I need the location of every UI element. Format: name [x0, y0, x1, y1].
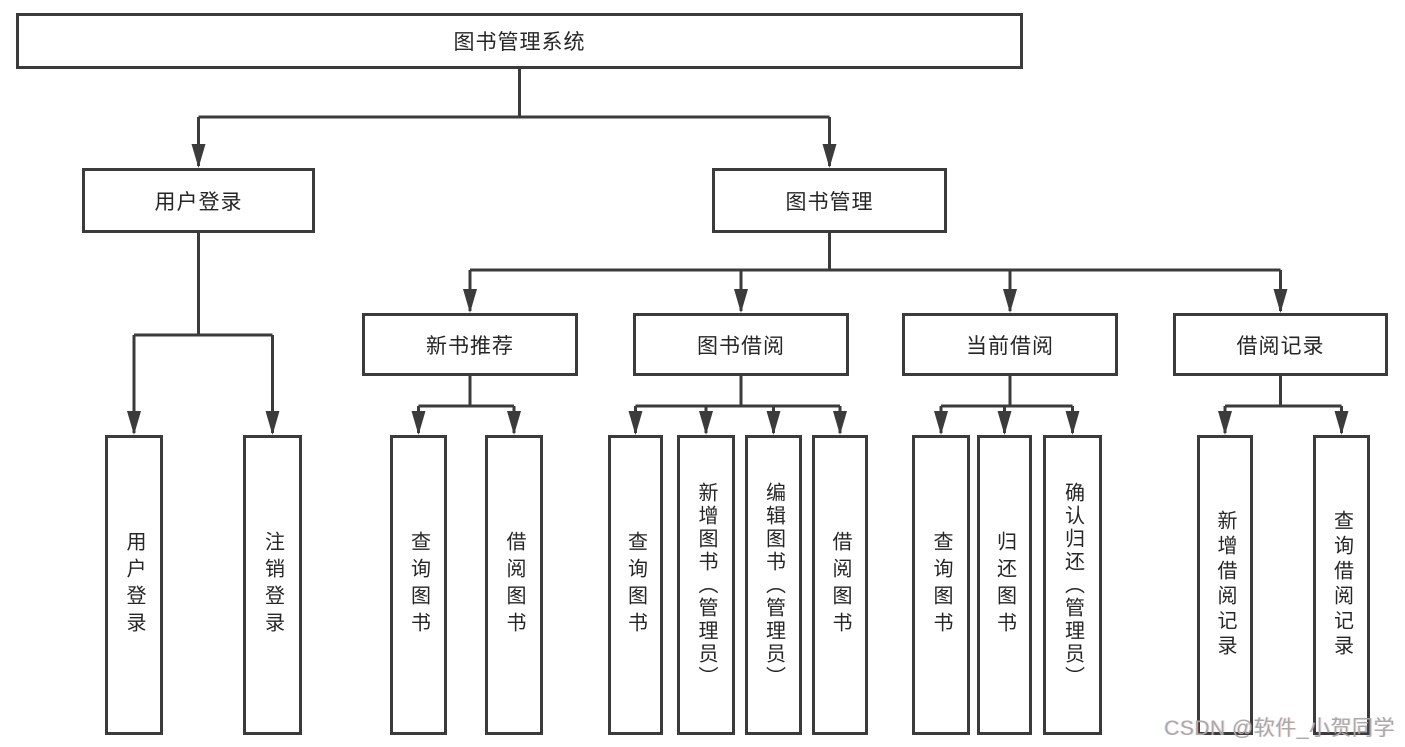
arrowheads — [127, 144, 1349, 435]
leaf-user-login: 用户登录 — [105, 435, 163, 735]
leaf-newrec-query-books: 查询图书 — [390, 435, 447, 735]
leaf-current-return-books: 归还图书 — [977, 435, 1032, 735]
leaf-records-query-record-label: 查询借阅记录 — [1330, 510, 1353, 660]
leaf-current-query-books-label: 查询图书 — [930, 531, 952, 639]
leaf-user-login-label: 用户登录 — [123, 531, 145, 639]
leaf-current-query-books: 查询图书 — [912, 435, 970, 735]
leaf-borrow-borrow-books: 借阅图书 — [812, 435, 868, 735]
leaf-newrec-borrow-books-label: 借阅图书 — [503, 531, 525, 639]
leaf-current-confirm-return-admin: 确认归还（管理员） — [1043, 435, 1102, 735]
leaf-borrow-add-books-admin-label: 新增图书（管理员） — [695, 481, 717, 689]
leaf-newrec-borrow-books: 借阅图书 — [485, 435, 543, 735]
leaf-borrow-query-books: 查询图书 — [608, 435, 663, 735]
leaf-records-add-record: 新增借阅记录 — [1197, 435, 1253, 735]
leaf-borrow-query-books-label: 查询图书 — [624, 531, 647, 639]
leaf-borrow-borrow-books-label: 借阅图书 — [829, 531, 851, 639]
leaf-current-confirm-return-admin-label: 确认归还（管理员） — [1061, 481, 1084, 689]
leaf-logout: 注销登录 — [243, 435, 302, 735]
leaf-borrow-edit-books-admin: 编辑图书（管理员） — [745, 435, 802, 735]
node-library-management-system: 图书管理系统 — [16, 13, 1023, 69]
leaf-borrow-edit-books-admin-label: 编辑图书（管理员） — [762, 481, 785, 689]
leaf-borrow-add-books-admin: 新增图书（管理员） — [677, 435, 735, 735]
node-borrowing-records: 借阅记录 — [1173, 313, 1388, 376]
node-new-book-recommendation: 新书推荐 — [362, 313, 578, 376]
node-book-management-branch: 图书管理 — [712, 168, 947, 233]
csdn-watermark: CSDN @软件_小贺同学 — [1164, 717, 1395, 740]
node-book-borrowing: 图书借阅 — [633, 313, 849, 376]
leaf-logout-label: 注销登录 — [261, 531, 284, 639]
leaf-newrec-query-books-label: 查询图书 — [407, 531, 430, 639]
node-current-borrowing: 当前借阅 — [902, 313, 1118, 376]
leaf-current-return-books-label: 归还图书 — [993, 531, 1016, 639]
leaf-records-query-record: 查询借阅记录 — [1313, 435, 1370, 735]
leaf-records-add-record-label: 新增借阅记录 — [1214, 510, 1236, 660]
node-user-login-branch: 用户登录 — [82, 168, 315, 233]
